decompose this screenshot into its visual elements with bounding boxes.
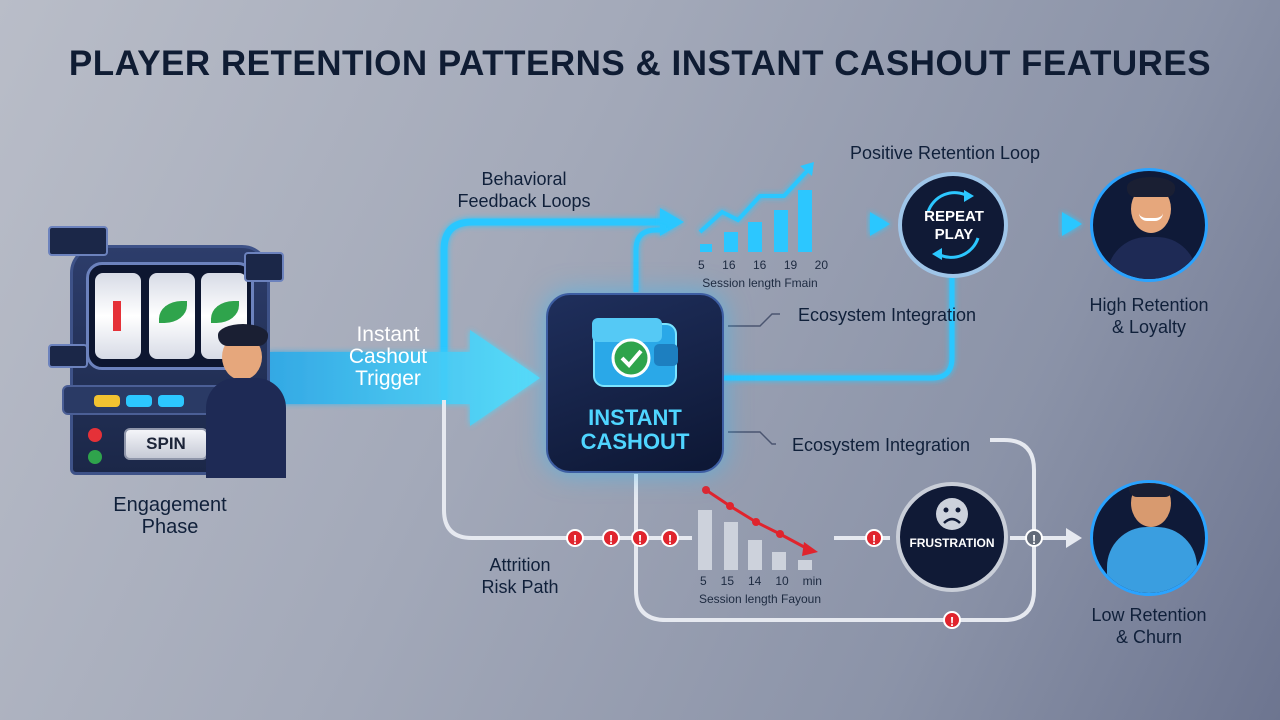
ecosystem-integration-top: Ecosystem Integration — [797, 305, 977, 325]
tick: 16 — [722, 258, 736, 272]
bottom-loop-line — [634, 438, 1036, 622]
repeat-play-circle[interactable] — [898, 172, 1008, 278]
top-path-arrowhead — [660, 208, 684, 236]
tick: 19 — [783, 258, 798, 272]
trigger-arrow — [268, 330, 540, 426]
frustration-circle[interactable] — [896, 482, 1008, 592]
page-title: PLAYER RETENTION PATTERNS & INSTANT CASH… — [68, 44, 1212, 83]
player-icon — [186, 320, 286, 478]
repeat-arrows-icon — [926, 190, 980, 260]
alert-icon: ! — [631, 529, 649, 547]
tick: 14 — [747, 574, 762, 588]
reel-2 — [149, 273, 195, 359]
trend-up-icon — [698, 162, 814, 252]
bottom-chart-caption: Session length Fayoun — [698, 592, 822, 606]
reel-1 — [95, 273, 141, 359]
low-retention-label: Low Retention & Churn — [1091, 605, 1207, 647]
tick: min — [802, 574, 822, 588]
top-path-line — [440, 218, 664, 400]
tick: 15 — [720, 574, 735, 588]
ecosystem-integration-bottom: Ecosystem Integration — [791, 435, 971, 455]
bottom-chart-ticks: 5 15 14 10 min — [700, 574, 822, 588]
engagement-phase-label: Engagement Phase — [113, 494, 227, 538]
sad-person-icon — [1090, 480, 1208, 596]
alert-icon: ! — [566, 529, 584, 547]
alert-icon: ! — [1025, 529, 1043, 547]
alert-icon: ! — [602, 529, 620, 547]
tick: 5 — [698, 258, 705, 272]
repeat-play-label: REPEAT PLAY — [924, 208, 984, 243]
arrow-to-low-retention — [1066, 528, 1082, 548]
high-retention-label: High Retention & Loyalty — [1089, 295, 1209, 337]
sad-face-icon — [936, 498, 968, 530]
wallet-check-icon — [592, 318, 678, 387]
trend-down-icon — [698, 486, 818, 570]
tick: 5 — [700, 574, 707, 588]
ecosystem-loop-line — [724, 272, 955, 381]
alert-icon: ! — [661, 529, 679, 547]
happy-person-icon — [1090, 168, 1208, 282]
trigger-label: Instant Cashout Trigger — [348, 323, 428, 390]
arrow-to-high-retention — [1062, 212, 1082, 236]
loop-line-to-cashout — [633, 227, 664, 292]
spin-button[interactable]: SPIN — [124, 428, 208, 460]
feedback-loops-label: Behavioral Feedback Loops — [457, 169, 591, 211]
positive-loop-label: Positive Retention Loop — [849, 143, 1041, 163]
alert-icon: ! — [865, 529, 883, 547]
bottom-path-line — [442, 400, 692, 540]
instant-cashout-label: INSTANT CASHOUT — [580, 405, 690, 454]
top-chart-caption: Session length Fmain — [702, 276, 818, 290]
attrition-label: Attrition Risk Path — [481, 555, 559, 597]
tick: 10 — [775, 574, 789, 588]
tick: 20 — [814, 258, 828, 272]
frustration-label: FRUSTRATION — [909, 536, 995, 550]
alert-icon: ! — [943, 611, 961, 629]
tick: 16 — [752, 258, 767, 272]
arrow-to-repeat — [870, 212, 890, 236]
top-chart-ticks: 5 16 16 19 20 — [698, 258, 828, 272]
